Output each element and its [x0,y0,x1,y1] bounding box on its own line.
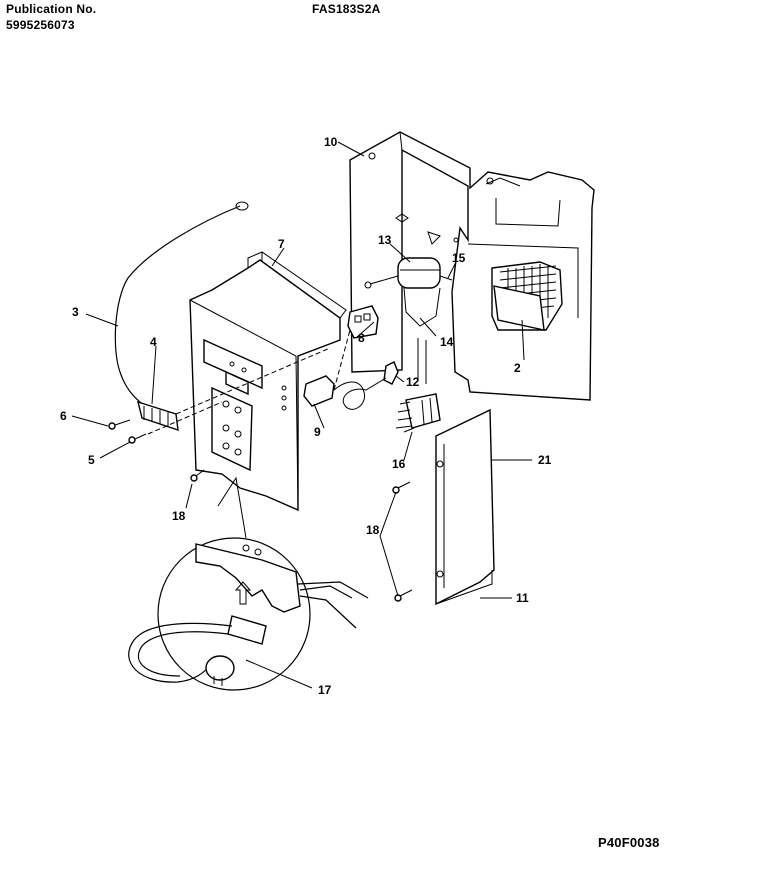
callout-18-left: 18 [172,509,186,523]
callout-2: 2 [514,361,521,375]
callout-21: 21 [538,453,552,467]
part-5-screw [128,433,147,444]
model-number: FAS183S2A [312,2,381,16]
callout-13: 13 [378,233,392,247]
callout-10: 10 [324,135,338,149]
part-9-switch [303,375,387,410]
part-21-side-panel [435,408,495,606]
callout-12: 12 [406,375,420,389]
callout-17: 17 [318,683,332,697]
part-17-power-cord-detail [128,476,369,691]
callout-4: 4 [150,335,157,349]
callout-5: 5 [88,453,95,467]
callout-6: 6 [60,409,67,423]
part-12-clip [383,338,427,385]
callout-3: 3 [72,305,79,319]
callout-11: 11 [516,591,529,605]
part-16-heater-bracket [395,393,441,433]
part-2-grille [491,261,563,331]
callout-18-right: 18 [366,523,380,537]
part-10-rear-panel [349,131,595,401]
part-6-screw [108,419,131,430]
part-4-bracket [137,400,179,432]
part-18-screws-right [392,481,413,602]
part-13-capacitor [364,257,453,327]
figure-code: P40F0038 [598,835,660,850]
callout-9: 9 [314,425,321,439]
callout-15: 15 [452,251,466,265]
part-7-control-box [189,251,347,512]
callout-7: 7 [278,237,285,251]
publication-label: Publication No. [6,2,97,16]
callout-14: 14 [440,335,454,349]
publication-number: 5995256073 [6,18,75,32]
callout-8: 8 [358,331,365,345]
part-8-terminal [347,305,379,339]
callout-16: 16 [392,457,406,471]
part-3-wire [114,201,249,409]
part-18-screw-left [190,469,205,482]
